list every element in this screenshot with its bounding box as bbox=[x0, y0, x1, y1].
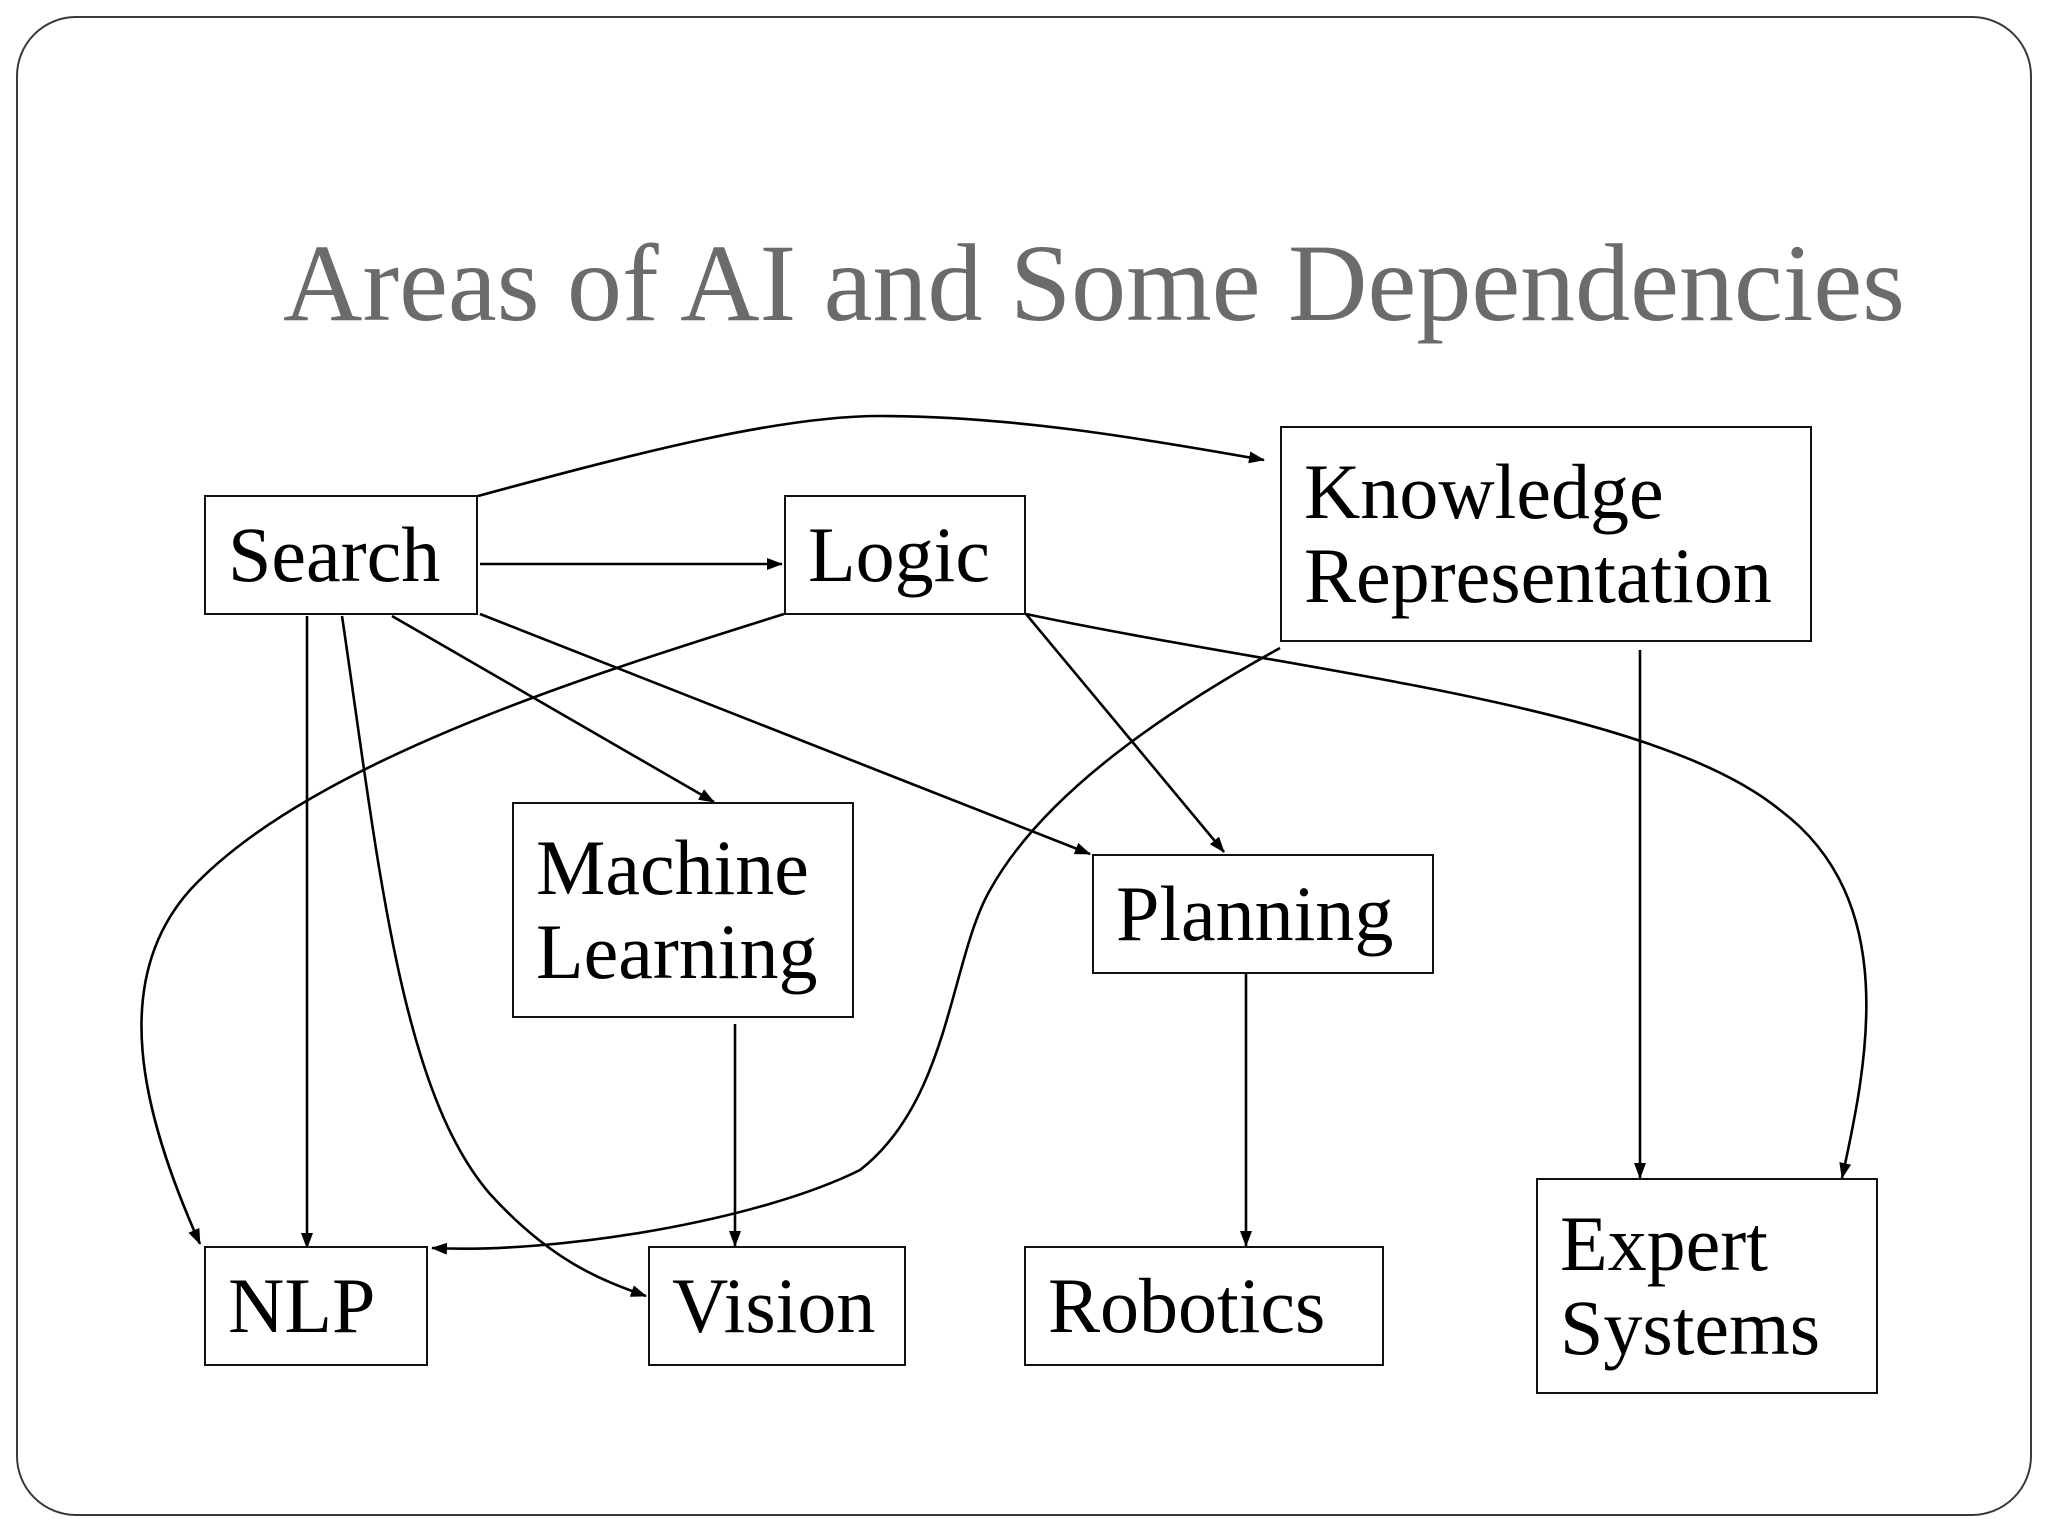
node-nlp: NLP bbox=[204, 1246, 428, 1366]
node-knowledge-representation-line2: Representation bbox=[1304, 532, 1772, 619]
node-machine-learning-line1: Machine bbox=[536, 823, 809, 911]
node-vision-label: Vision bbox=[672, 1261, 876, 1349]
node-expert-systems-line2: Systems bbox=[1560, 1284, 1821, 1371]
edge-search-to-vision bbox=[340, 615, 647, 1298]
node-robotics-label: Robotics bbox=[1048, 1261, 1326, 1349]
node-planning-label: Planning bbox=[1116, 869, 1394, 957]
node-planning: Planning bbox=[1092, 854, 1434, 974]
node-machine-learning-line2: Learning bbox=[536, 908, 818, 995]
edge-logic-to-nlp bbox=[140, 612, 785, 1245]
edge-search-to-machine-learning bbox=[391, 614, 715, 804]
node-knowledge-representation: Knowledge Representation bbox=[1280, 426, 1812, 642]
node-expert-systems-line1: Expert bbox=[1560, 1199, 1768, 1287]
node-expert-systems: Expert Systems bbox=[1536, 1178, 1878, 1394]
edge-knowledge-representation-to-nlp bbox=[431, 646, 1281, 1255]
node-logic-label: Logic bbox=[808, 510, 990, 598]
slide-title: Areas of AI and Some Dependencies bbox=[283, 222, 1905, 344]
node-vision: Vision bbox=[648, 1246, 906, 1366]
node-machine-learning: Machine Learning bbox=[512, 802, 854, 1018]
edge-search-to-planning bbox=[479, 612, 1091, 856]
node-nlp-label: NLP bbox=[228, 1261, 376, 1349]
node-logic: Logic bbox=[784, 495, 1026, 615]
node-search: Search bbox=[204, 495, 478, 615]
node-search-label: Search bbox=[228, 510, 441, 598]
node-knowledge-representation-line1: Knowledge bbox=[1304, 447, 1664, 535]
edge-search-to-knowledge-representation bbox=[477, 414, 1265, 498]
node-robotics: Robotics bbox=[1024, 1246, 1384, 1366]
edge-logic-to-planning bbox=[1025, 613, 1225, 853]
